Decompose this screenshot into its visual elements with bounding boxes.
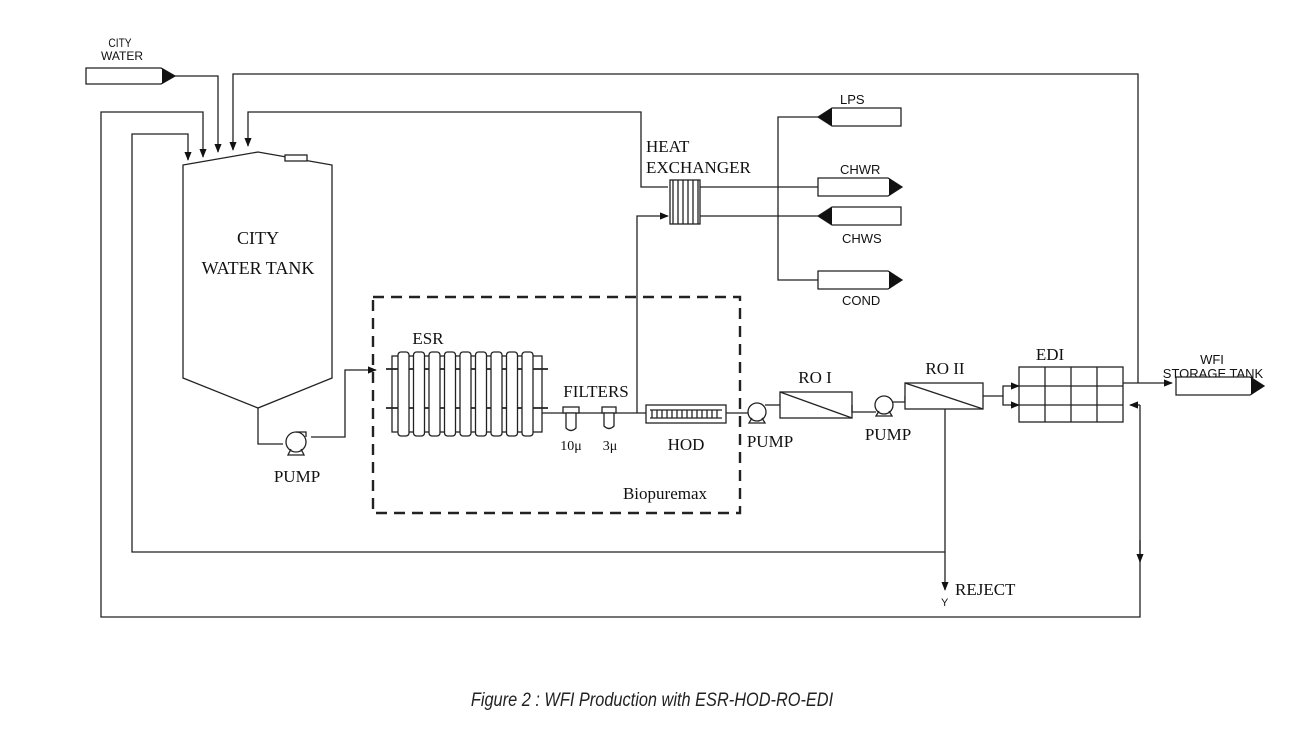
lps-label: LPS: [840, 92, 865, 107]
ro2-unit: RO II: [904, 359, 984, 410]
hod-unit: HOD: [645, 404, 727, 454]
filter-3-label: 3μ: [603, 439, 618, 454]
reject-line: Y REJECT: [941, 409, 1016, 609]
chwr-tag: CHWR: [817, 162, 904, 197]
tank-label-line1: CITY: [237, 228, 279, 248]
heat-exchanger: HEAT EXCHANGER: [646, 137, 778, 225]
ro2-to-edi-line: [983, 382, 1020, 409]
svg-text:Y: Y: [941, 597, 949, 609]
lps-tag: LPS: [816, 92, 902, 127]
cond-label: COND: [842, 293, 880, 308]
city-water-source-tag: CITY WATER: [85, 37, 177, 85]
utility-manifold: [777, 116, 818, 281]
ro1-pump-icon: PUMP: [747, 402, 793, 451]
esr-plate: [474, 351, 488, 437]
esr-stack: ESR: [386, 329, 548, 437]
filter-line: [542, 212, 669, 414]
heat-exchanger-label-line1: HEAT: [646, 137, 690, 156]
ro2-label: RO II: [925, 359, 965, 378]
esr-plate: [412, 351, 426, 437]
esr-plate: [428, 351, 441, 437]
filter-10-icon: [562, 406, 580, 432]
esr-label: ESR: [412, 329, 444, 348]
hod-label: HOD: [668, 435, 705, 454]
filter-3-icon: [601, 406, 617, 430]
biopuremax-label: Biopuremax: [623, 484, 708, 503]
edi-outlet-lines: [1123, 379, 1173, 563]
edi-label: EDI: [1036, 345, 1065, 364]
edi-unit: EDI: [1018, 345, 1124, 423]
heat-exchanger-label-line2: EXCHANGER: [646, 158, 751, 177]
chws-tag: CHWS: [816, 206, 902, 246]
wfi-storage-tank-tag: WFI STORAGE TANK: [1163, 352, 1266, 396]
ro1-label: RO I: [798, 368, 832, 387]
main-pump-icon: PUMP: [274, 431, 320, 486]
city-water-label-line1: CITY: [108, 37, 132, 50]
tank-inlet-lines: [100, 73, 1141, 618]
biopuremax-boundary: Biopuremax: [371, 295, 742, 515]
ro1-pump-label: PUMP: [747, 432, 793, 451]
esr-plate: [490, 351, 503, 437]
figure-caption: Figure 2 : WFI Production with ESR-HOD-R…: [470, 690, 834, 711]
wfi-label-line1: WFI: [1200, 352, 1224, 367]
chws-label: CHWS: [842, 231, 882, 246]
filter-10-label: 10μ: [560, 439, 582, 454]
esr-plate: [505, 351, 519, 437]
esr-plate: [397, 351, 410, 437]
main-pump-label: PUMP: [274, 467, 320, 486]
esr-plate: [443, 351, 457, 437]
tank-outlet-line: [257, 366, 377, 445]
cond-tag: COND: [817, 270, 904, 308]
tank-label-line2: WATER TANK: [202, 258, 315, 278]
ro1-unit: RO I: [779, 368, 853, 419]
filters-label: FILTERS: [563, 382, 629, 401]
esr-plate: [521, 351, 534, 437]
city-water-label-line2: WATER: [101, 49, 143, 63]
city-water-tank: CITY WATER TANK: [182, 151, 333, 409]
filters-group: FILTERS 10μ 3μ: [560, 382, 629, 454]
ro2-pump-label: PUMP: [865, 425, 911, 444]
chwr-label: CHWR: [840, 162, 880, 177]
ro2-pump-icon: PUMP: [865, 395, 911, 444]
esr-plate: [459, 351, 472, 437]
hod-to-ro1-line: [726, 404, 780, 414]
reject-label: REJECT: [955, 580, 1016, 599]
